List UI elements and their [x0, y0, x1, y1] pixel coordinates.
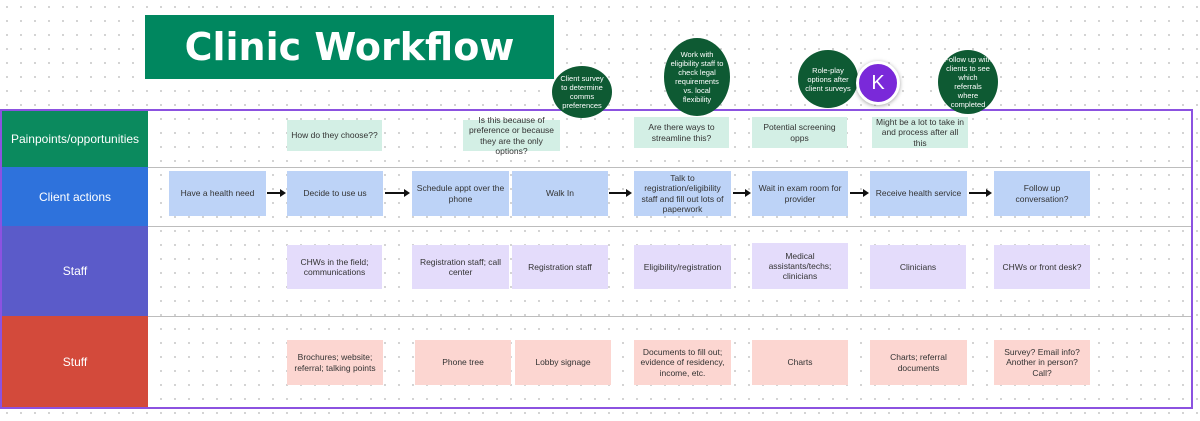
client-action-note[interactable]: Receive health service [870, 171, 967, 216]
workflow-board: Painpoints/opportunities Client actions … [0, 109, 1193, 409]
staff-note[interactable]: CHWs in the field; communications [287, 245, 382, 289]
lane-label-client-actions: Client actions [2, 167, 148, 226]
idea-bubble[interactable]: Work with eligibility staff to check leg… [664, 38, 730, 116]
flow-arrow [609, 189, 632, 197]
stuff-note[interactable]: Charts [752, 340, 848, 385]
staff-note[interactable]: Registration staff [512, 245, 608, 289]
client-action-note[interactable]: Schedule appt over the phone [412, 171, 509, 216]
painpoint-note[interactable]: Might be a lot to take in and process af… [872, 117, 968, 148]
staff-note[interactable]: Eligibility/registration [634, 245, 731, 289]
flow-arrow [733, 189, 751, 197]
staff-note[interactable]: Clinicians [870, 245, 966, 289]
stuff-note[interactable]: Brochures; website; referral; talking po… [287, 340, 383, 385]
client-action-note[interactable]: Wait in exam room for provider [752, 171, 848, 216]
painpoint-note[interactable]: Potential screening opps [752, 117, 847, 148]
page-title: Clinic Workflow [145, 15, 554, 79]
staff-note[interactable]: Registration staff; call center [412, 245, 509, 289]
flow-arrow [969, 189, 992, 197]
stuff-note[interactable]: Documents to fill out; evidence of resid… [634, 340, 731, 385]
stuff-note[interactable]: Lobby signage [515, 340, 611, 385]
flow-arrow [267, 189, 286, 197]
client-action-note[interactable]: Walk In [512, 171, 608, 216]
client-action-note[interactable]: Decide to use us [287, 171, 383, 216]
lane-label-staff: Staff [2, 226, 148, 316]
lane-divider [148, 167, 1191, 168]
idea-bubble[interactable]: Role-play options after client surveys [798, 50, 858, 108]
lane-divider [148, 316, 1191, 317]
flow-arrow [850, 189, 869, 197]
idea-bubble[interactable]: Client survey to determine comms prefere… [552, 66, 612, 118]
lane-label-painpoints: Painpoints/opportunities [2, 111, 148, 167]
lane-label-stuff: Stuff [2, 316, 148, 407]
staff-note[interactable]: CHWs or front desk? [994, 245, 1090, 289]
client-action-note[interactable]: Have a health need [169, 171, 266, 216]
stuff-note[interactable]: Survey? Email info? Another in person? C… [994, 340, 1090, 385]
painpoint-note[interactable]: Are there ways to streamline this? [634, 117, 729, 148]
idea-bubble[interactable]: Follow up with clients to see which refe… [938, 50, 998, 114]
flow-arrow [385, 189, 410, 197]
painpoint-note[interactable]: How do they choose?? [287, 120, 382, 151]
user-avatar[interactable]: K [856, 61, 900, 105]
stuff-note[interactable]: Phone tree [415, 340, 511, 385]
client-action-note[interactable]: Talk to registration/eligibility staff a… [634, 171, 731, 216]
staff-note[interactable]: Medical assistants/techs; clinicians [752, 243, 848, 289]
lane-divider [148, 226, 1191, 227]
client-action-note[interactable]: Follow up conversation? [994, 171, 1090, 216]
stuff-note[interactable]: Charts; referral documents [870, 340, 967, 385]
painpoint-note[interactable]: Is this because of preference or because… [463, 115, 560, 156]
